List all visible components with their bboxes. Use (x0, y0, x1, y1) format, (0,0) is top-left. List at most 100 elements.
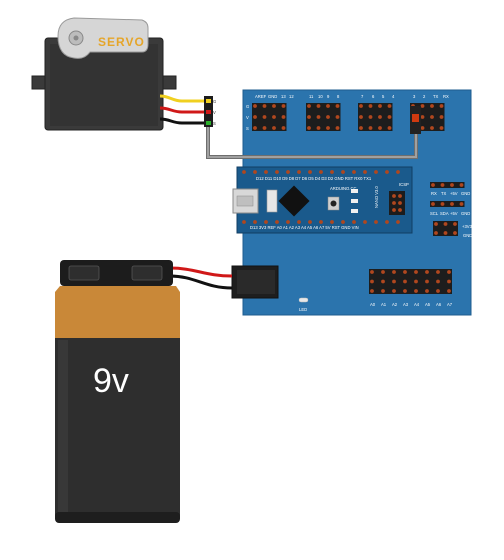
header-7-4-pin (387, 115, 392, 119)
icsp-pin (398, 201, 402, 205)
header-11-8-pin (307, 115, 311, 119)
header-analog-pin (436, 279, 440, 284)
right-label-tx: TX (441, 191, 447, 196)
battery-top-orange (55, 286, 180, 338)
atmega-chip (278, 185, 310, 217)
icsp-pin (392, 208, 396, 212)
header-aref-12-pin (262, 126, 267, 130)
header-3-rx-pin (430, 104, 434, 108)
header-analog-pin (392, 289, 396, 293)
nano-brand: ARDUINO.CC (330, 186, 357, 191)
icsp-pin (392, 201, 396, 205)
header-analog-pin (414, 289, 418, 293)
battery-wire-black (169, 274, 233, 290)
header-11-8-pin (326, 126, 330, 130)
header-aref-12-block (252, 103, 287, 131)
header-analog-pin (392, 270, 396, 274)
bottom-label-a1: A1 (381, 302, 387, 307)
header-label-3: 3 (413, 94, 416, 99)
header-3-rx-pin (420, 115, 425, 119)
header-aref-12-pin (272, 126, 276, 130)
nano-bottom-row-pin (286, 220, 290, 224)
header-label-8: 8 (337, 94, 340, 99)
servo-body-shade (50, 44, 158, 126)
nano-bottom-row-pin (242, 220, 246, 224)
header-11-8-pin (335, 126, 340, 130)
nano-top-row-pin (319, 170, 323, 174)
header-3-rx-pin (430, 126, 434, 130)
servo-wire-red (159, 106, 204, 114)
servo-horn (57, 17, 149, 59)
battery-body-highlight (58, 340, 68, 512)
header-analog-pin (425, 270, 429, 274)
header-label-7: 7 (361, 94, 364, 99)
servo-connector-pin-s (206, 99, 211, 103)
header-aref-12-pin (272, 104, 276, 108)
io-shield-board: AREF GND 13 12 11 10 9 8 7 6 5 4 3 2 TX … (231, 89, 473, 316)
header-label-4: 4 (392, 94, 395, 99)
battery-terminal-left (68, 265, 100, 281)
nano-bottom-row-pin (264, 220, 268, 224)
smd-led-3 (351, 209, 358, 213)
signal-wire-header-pin (412, 114, 419, 122)
header-7-4-pin (368, 104, 373, 108)
nano-top-row-pin (275, 170, 279, 174)
header-3-rx-pin (430, 115, 434, 119)
header-label-9: 9 (327, 94, 330, 99)
servo-wire-black (159, 117, 204, 125)
header-3-rx-pin (439, 115, 444, 119)
bottom-pin-headers (369, 269, 452, 294)
nano-top-row-pin (242, 170, 246, 174)
header-analog-pin (436, 270, 440, 274)
header-analog-pin (381, 270, 385, 274)
header-analog-pin (447, 270, 451, 274)
header-analog-pin (414, 279, 418, 284)
header-analog-pin (381, 289, 385, 293)
nano-top-row-pin (385, 170, 389, 174)
right-label-5v-b: +5V (450, 211, 458, 216)
header-analog-pin (370, 289, 374, 293)
bottom-label-a5: A5 (425, 302, 431, 307)
icsp-label: ICSP (399, 182, 409, 187)
nano-bottom-row-pin (352, 220, 356, 224)
nano-top-row-pin (363, 170, 367, 174)
nano-model: NANO V3.0 (374, 185, 379, 208)
header-11-8-pin (316, 104, 321, 108)
nano-bottom-row-pin (341, 220, 345, 224)
header-3-rx-pin (439, 104, 444, 108)
header-serial-pin (431, 183, 435, 187)
right-label-gnd-c: GND (463, 233, 472, 238)
nano-top-row-pin (330, 170, 334, 174)
right-label-5v-a: +5V (450, 191, 458, 196)
header-label-aref: AREF (255, 94, 267, 99)
header-label-13: 13 (281, 94, 286, 99)
header-i2c-pin (440, 202, 445, 206)
mini-usb-inner (236, 195, 254, 207)
header-label-11: 11 (309, 94, 314, 99)
header-label-tx: TX (433, 94, 439, 99)
header-11-8-pin (335, 104, 340, 108)
header-aref-12-pin (281, 104, 286, 108)
nano-top-pins-label: D12 D11 D10 D9 D8 D7 D6 D5 D4 D3 D2 GND … (256, 176, 372, 181)
header-7-4-pin (359, 126, 363, 130)
nano-top-row-pin (264, 170, 268, 174)
bottom-label-a3: A3 (403, 302, 409, 307)
nano-bottom-row-pin (253, 220, 257, 224)
header-power-pin (434, 231, 438, 235)
nano-top-row-pin (396, 170, 400, 174)
header-7-4-pin (378, 104, 382, 108)
header-3-rx-pin (439, 126, 444, 130)
header-analog-pin (414, 270, 418, 274)
servo-pin-letter-v: V (213, 110, 216, 115)
header-aref-12-pin (272, 115, 276, 119)
nano-top-row-pin (297, 170, 301, 174)
servo-connector-pin-v (206, 110, 211, 114)
nano-bottom-row-pin (396, 220, 400, 224)
nano-top-row-pin (374, 170, 378, 174)
header-aref-12-pin (253, 126, 257, 130)
header-11-8-pin (326, 115, 330, 119)
header-7-4-pin (368, 115, 373, 119)
right-label-3v3: +3V3 (462, 224, 473, 229)
header-11-8-pin (316, 126, 321, 130)
